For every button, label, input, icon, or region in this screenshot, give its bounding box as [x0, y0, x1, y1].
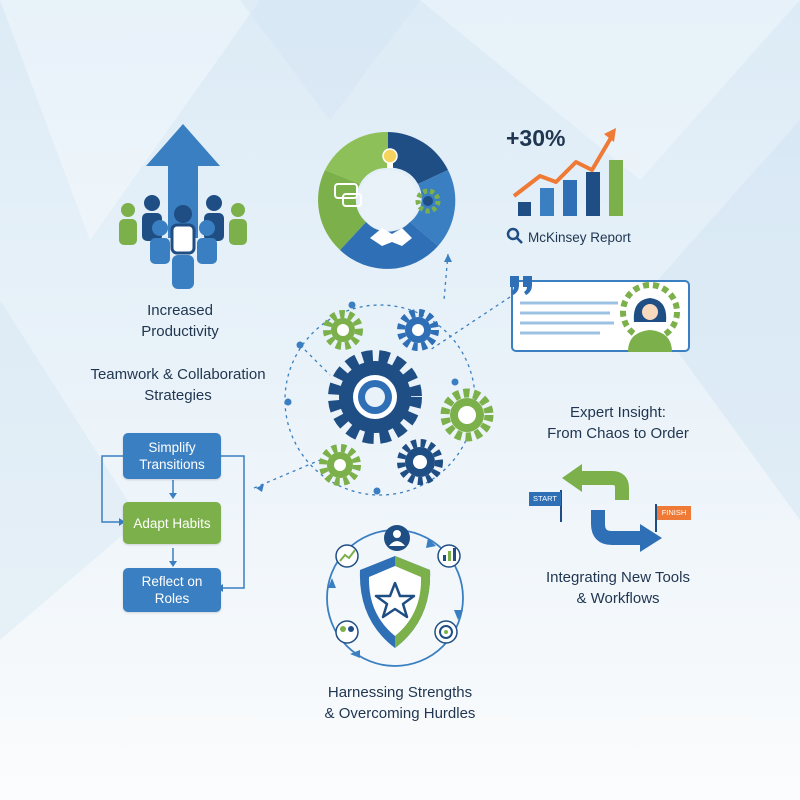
- chat-icon: [334, 183, 362, 207]
- flow-box-adapt-habits: Adapt Habits: [123, 502, 221, 544]
- label-increased-productivity: Increased Productivity: [141, 302, 219, 340]
- growth-percent: +30%: [506, 125, 566, 151]
- people-badge-icon: [335, 620, 359, 644]
- finish-flag-label: FINISH: [661, 508, 687, 517]
- gear-icon: [415, 188, 441, 214]
- lightbulb-icon: [382, 148, 398, 168]
- flow-box-reflect-roles: Reflect on Roles: [123, 568, 221, 612]
- label-harnessing-strengths: Harnessing Strengths & Overcoming Hurdle…: [324, 684, 476, 722]
- expert-avatar-icon: [620, 282, 680, 352]
- handshake-icon: [370, 228, 412, 246]
- quote-icon: [510, 276, 532, 295]
- label-expert-insight: Expert Insight: From Chaos to Order: [547, 404, 689, 442]
- target-icon: [434, 620, 458, 644]
- start-flag-label: START: [533, 494, 557, 503]
- growth-badge-icon: [335, 544, 461, 568]
- label-teamwork-collaboration: Teamwork & Collaboration Strategies: [90, 366, 266, 404]
- flow-box-simplify-transitions: Simplify Transitions: [123, 433, 221, 479]
- flag-icon: [529, 490, 691, 532]
- growth-source: McKinsey Report: [528, 230, 631, 245]
- magnifier-icon: [506, 227, 523, 244]
- team-badge-icon: [384, 525, 410, 551]
- label-integrating-tools: Integrating New Tools & Workflows: [546, 569, 690, 607]
